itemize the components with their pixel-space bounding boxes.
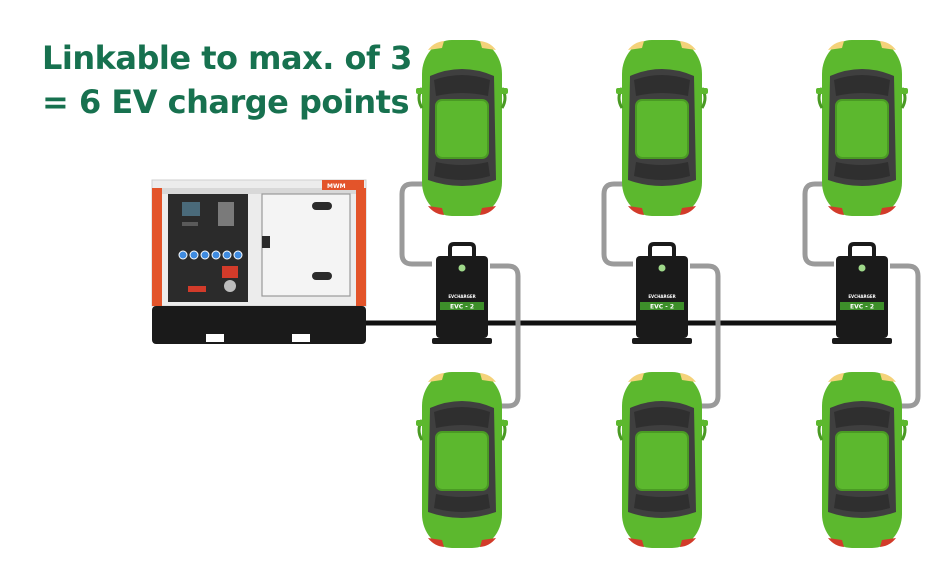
ev-charger-2: EVCHARGER EVC - 2 xyxy=(630,242,694,346)
cable-3-top xyxy=(802,181,834,267)
generator: MWM xyxy=(151,179,367,344)
headline-line-2: = 6 EV charge points xyxy=(42,83,409,121)
ev-car-1-bottom xyxy=(414,370,510,550)
cable-1-top xyxy=(399,181,432,267)
charger-1-model: EVC - 2 xyxy=(450,304,474,311)
ev-charger-3: EVCHARGER EVC - 2 xyxy=(830,242,894,346)
ev-car-1-top xyxy=(414,38,510,218)
charger-3-model: EVC - 2 xyxy=(850,304,874,311)
charger-2-model: EVC - 2 xyxy=(650,304,674,311)
generator-brand-badge xyxy=(322,180,364,190)
cable-1-bottom xyxy=(490,263,521,409)
generator-brand-label: MWM xyxy=(327,183,346,190)
ev-charger-1: EVCHARGER EVC - 2 xyxy=(430,242,494,346)
generator-base xyxy=(152,306,366,344)
ev-car-2-top xyxy=(614,38,710,218)
charging-cables xyxy=(399,181,921,409)
cable-3-bottom xyxy=(890,263,921,409)
generator-door xyxy=(261,193,351,297)
headline-line-1: Linkable to max. of 3 xyxy=(42,39,412,77)
headline: Linkable to max. of 3 = 6 EV charge poin… xyxy=(42,36,412,124)
cable-2-top xyxy=(601,181,633,267)
ev-car-3-top xyxy=(814,38,910,218)
cable-2-bottom xyxy=(690,263,721,409)
generator-sockets xyxy=(178,250,243,260)
charger-2-brand: EVCHARGER xyxy=(648,294,675,299)
charger-1-brand: EVCHARGER xyxy=(448,294,475,299)
charger-3-brand: EVCHARGER xyxy=(848,294,875,299)
ev-car-3-bottom xyxy=(814,370,910,550)
ev-car-2-bottom xyxy=(614,370,710,550)
generator-control-panel xyxy=(168,194,248,302)
